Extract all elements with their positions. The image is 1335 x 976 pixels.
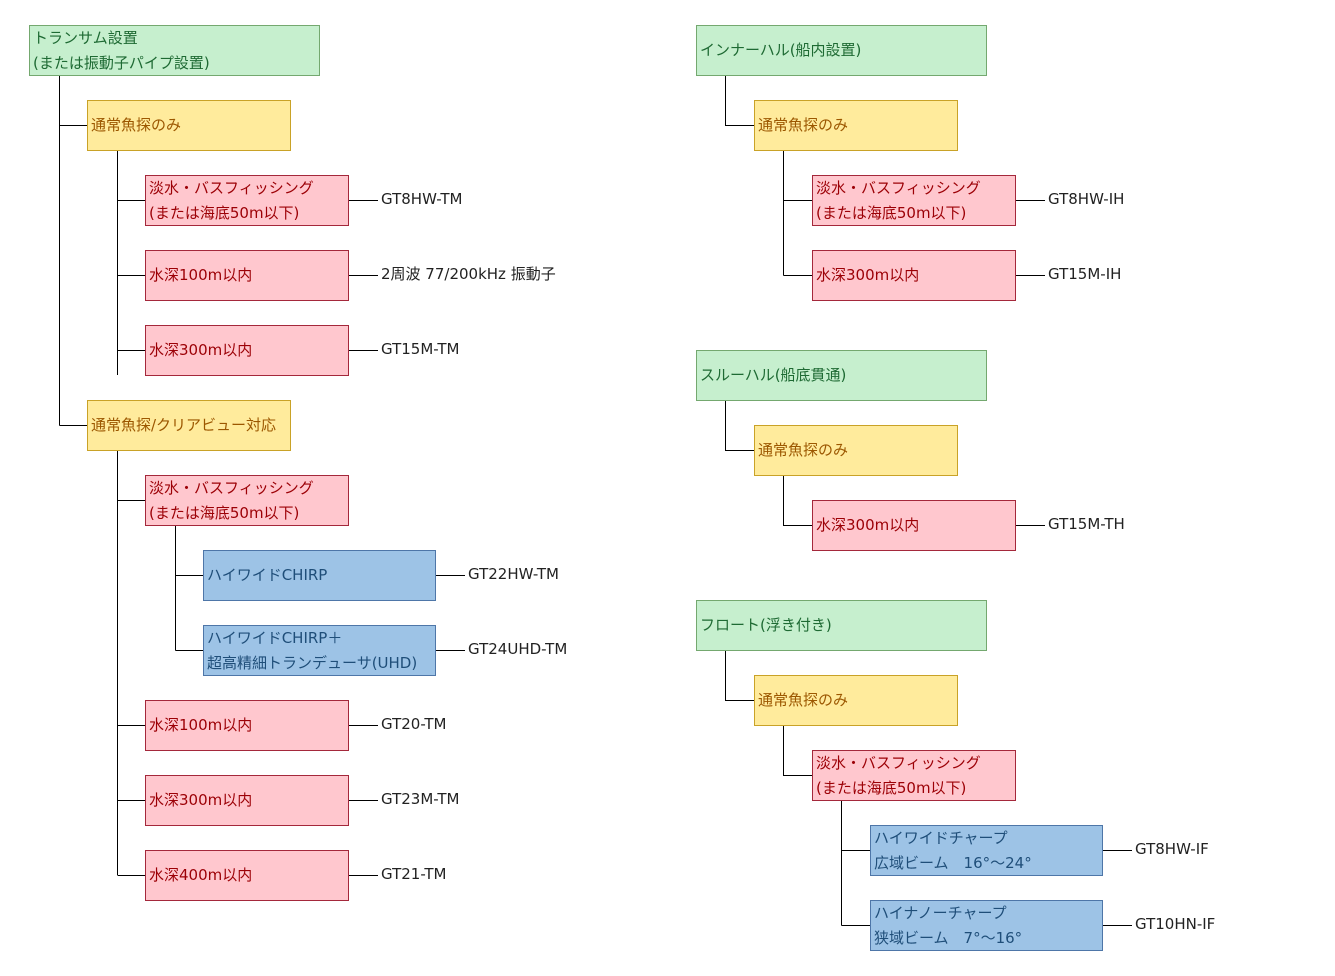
model-gt15m-tm: GT15M-TM: [381, 340, 460, 358]
d100-label: 水深100m以内: [149, 716, 253, 734]
d300-label: 水深300m以内: [149, 791, 253, 809]
model-gt15m-th: GT15M-TH: [1048, 515, 1125, 533]
fresh-line2: (または海底50m以下): [816, 778, 967, 797]
transom-normal-fresh: 淡水・バスフィッシング (または海底50m以下): [145, 175, 349, 226]
model-2freq: 2周波 77/200kHz 振動子: [381, 265, 556, 283]
d300-label: 水深300m以内: [816, 516, 920, 534]
float-fresh: 淡水・バスフィッシング (または海底50m以下): [812, 750, 1016, 801]
float-narrow-chirp: ハイナノーチャープ 狭域ビーム 7°～16°: [870, 900, 1103, 951]
transom-clear-mode: 通常魚探/クリアビュー対応: [87, 400, 291, 451]
narrow-line2: 狭域ビーム 7°～16°: [874, 928, 1023, 947]
transom-clear-d400: 水深400m以内: [145, 850, 349, 901]
d300-label: 水深300m以内: [149, 341, 253, 359]
wide-line2: 広域ビーム 16°～24°: [874, 853, 1032, 872]
transom-clear-fresh: 淡水・バスフィッシング (または海底50m以下): [145, 475, 349, 526]
fresh-line2: (または海底50m以下): [816, 203, 967, 222]
float-wide-chirp: ハイワイドチャープ 広域ビーム 16°～24°: [870, 825, 1103, 876]
narrow-line1: ハイナノーチャープ: [874, 903, 1007, 922]
inhull-normal-mode: 通常魚探のみ: [754, 100, 958, 151]
transom-normal-d100: 水深100m以内: [145, 250, 349, 301]
fresh-line2: (または海底50m以下): [149, 503, 300, 522]
chirp-label: ハイワイドCHIRP: [207, 566, 328, 584]
model-gt24uhd-tm: GT24UHD-TM: [468, 640, 568, 658]
fresh-line1: 淡水・バスフィッシング: [816, 178, 981, 197]
fresh-line2: (または海底50m以下): [149, 203, 300, 222]
transom-clear-d300: 水深300m以内: [145, 775, 349, 826]
model-gt15m-ih: GT15M-IH: [1048, 265, 1122, 283]
wide-line1: ハイワイドチャープ: [874, 828, 1008, 847]
uhd-line1: ハイワイドCHIRP＋: [207, 628, 343, 647]
category-float-label: フロート(浮き付き): [700, 616, 832, 634]
float-normal-label: 通常魚探のみ: [758, 691, 849, 709]
model-gt21-tm: GT21-TM: [381, 865, 447, 883]
inhull-d300: 水深300m以内: [812, 250, 1016, 301]
transom-chirp: ハイワイドCHIRP: [203, 550, 436, 601]
transom-normal-label: 通常魚探のみ: [91, 116, 182, 134]
category-transom-line2: (または振動子パイプ設置): [33, 53, 210, 72]
fresh-line1: 淡水・バスフィッシング: [149, 478, 314, 497]
model-gt20-tm: GT20-TM: [381, 715, 447, 733]
transom-uhd: ハイワイドCHIRP＋ 超高精細トランデューサ(UHD): [203, 625, 436, 676]
model-gt8hw-if: GT8HW-IF: [1135, 840, 1209, 858]
fresh-line1: 淡水・バスフィッシング: [816, 753, 981, 772]
d400-label: 水深400m以内: [149, 866, 253, 884]
category-thruhull-label: スルーハル(船底貫通): [700, 366, 847, 384]
category-float: フロート(浮き付き): [696, 600, 987, 651]
transom-clear-d100: 水深100m以内: [145, 700, 349, 751]
fresh-line1: 淡水・バスフィッシング: [149, 178, 314, 197]
model-gt8hw-ih: GT8HW-IH: [1048, 190, 1125, 208]
d100-label: 水深100m以内: [149, 266, 253, 284]
inhull-normal-label: 通常魚探のみ: [758, 116, 849, 134]
thruhull-normal-label: 通常魚探のみ: [758, 441, 849, 459]
model-gt8hw-tm: GT8HW-TM: [381, 190, 463, 208]
inhull-fresh: 淡水・バスフィッシング (または海底50m以下): [812, 175, 1016, 226]
category-thruhull: スルーハル(船底貫通): [696, 350, 987, 401]
model-gt22hw-tm: GT22HW-TM: [468, 565, 559, 583]
thruhull-d300: 水深300m以内: [812, 500, 1016, 551]
float-normal-mode: 通常魚探のみ: [754, 675, 958, 726]
transom-clear-label: 通常魚探/クリアビュー対応: [91, 416, 277, 434]
transom-normal-d300: 水深300m以内: [145, 325, 349, 376]
category-transom: トランサム設置 (または振動子パイプ設置): [29, 25, 320, 76]
uhd-line2: 超高精細トランデューサ(UHD): [207, 653, 418, 672]
model-gt23m-tm: GT23M-TM: [381, 790, 460, 808]
category-transom-line1: トランサム設置: [33, 28, 138, 47]
model-gt10hn-if: GT10HN-IF: [1135, 915, 1216, 933]
transom-normal-mode: 通常魚探のみ: [87, 100, 291, 151]
category-inhull: インナーハル(船内設置): [696, 25, 987, 76]
d300-label: 水深300m以内: [816, 266, 920, 284]
category-inhull-label: インナーハル(船内設置): [700, 41, 862, 59]
thruhull-normal-mode: 通常魚探のみ: [754, 425, 958, 476]
